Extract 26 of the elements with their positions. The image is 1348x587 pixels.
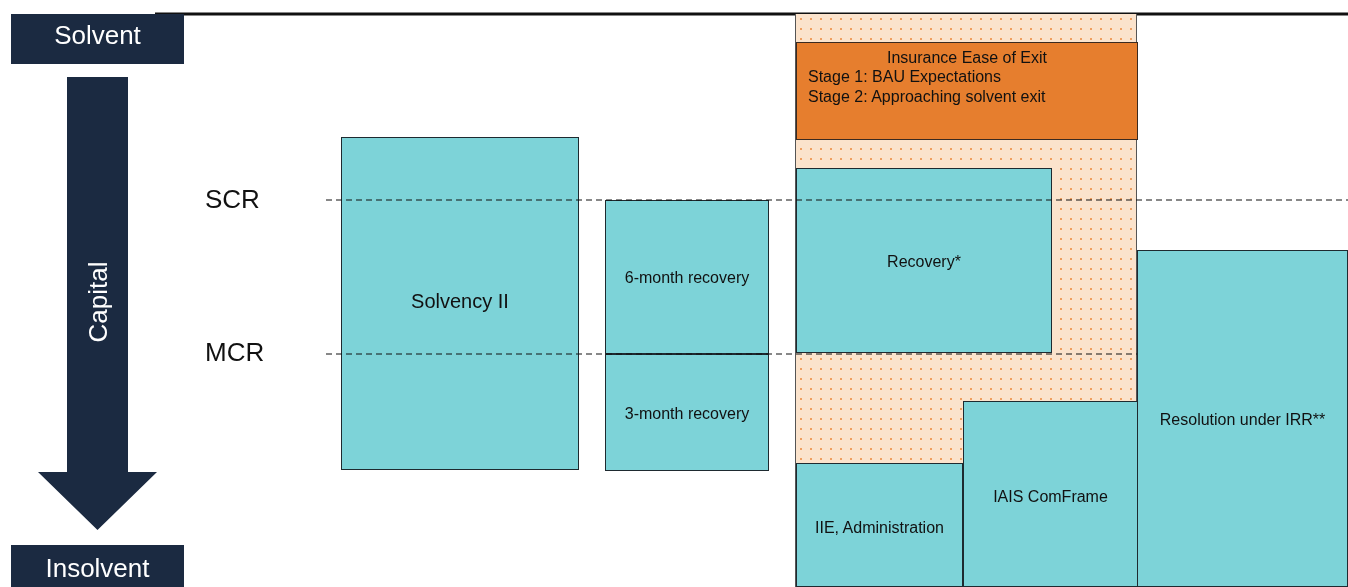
regime-box — [796, 168, 1052, 353]
scale-end-box — [11, 14, 184, 64]
regime-box — [963, 401, 1138, 587]
scale-end-box — [11, 545, 184, 587]
regime-box — [605, 354, 769, 471]
box-label: 3-month recovery — [623, 405, 751, 423]
box-label: Insurance Ease of Exit — [885, 49, 1049, 67]
box-label: Solvent — [53, 20, 142, 51]
threshold-label: MCR — [205, 337, 265, 368]
stage-text: Stage 2: Approaching solvent exit — [808, 88, 1046, 106]
box-label: Resolution under IRR** — [1158, 411, 1327, 429]
box-label: IAIS ComFrame — [992, 488, 1109, 506]
box-label: Solvency II — [410, 290, 510, 313]
box-label: Insolvent — [44, 553, 151, 584]
box-label: 6-month recovery — [623, 269, 751, 287]
stage-box — [796, 42, 1138, 140]
dotted-band — [795, 14, 1137, 587]
regime-box — [1137, 250, 1348, 587]
box-label: IIE, Administration — [814, 519, 945, 537]
regime-box — [796, 463, 963, 587]
stage-text: Stage 1: BAU Expectations — [808, 68, 1001, 86]
box-label: Recovery* — [886, 253, 962, 271]
regime-box — [605, 200, 769, 354]
regime-box — [341, 137, 579, 470]
axis-label: Capital — [82, 261, 113, 343]
threshold-label: SCR — [205, 184, 260, 215]
